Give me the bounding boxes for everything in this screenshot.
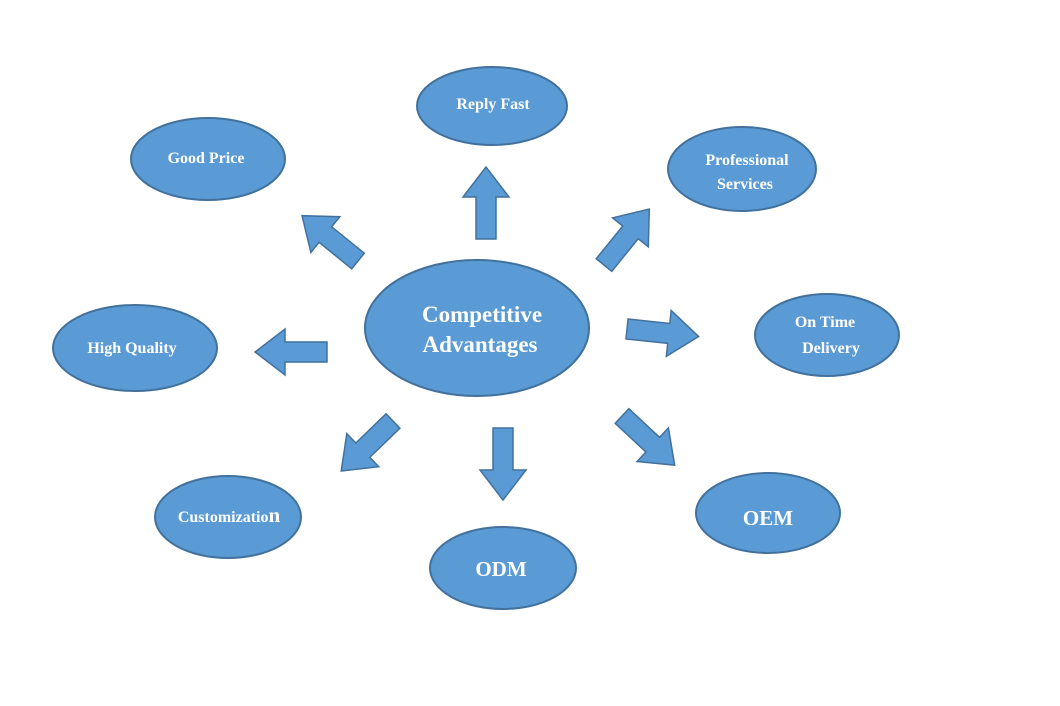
good-price-node (130, 117, 286, 201)
arrow-down (479, 427, 527, 501)
center-label-line2: Advantages (422, 332, 537, 357)
professional-label-line1: Professional (705, 152, 789, 169)
professional-services-node (667, 126, 817, 212)
odm-node (429, 526, 577, 610)
on-time-label-line1: On Time (795, 314, 855, 331)
on-time-delivery-node (754, 293, 900, 377)
oem-node (695, 472, 841, 554)
odm-label: ODM (475, 557, 527, 581)
arrow-left (254, 328, 328, 376)
center-label-line1: Competitive (422, 302, 542, 327)
arrow-up-right (585, 193, 668, 281)
customization-label: Customization (178, 503, 281, 527)
arrow-up-left (286, 197, 374, 280)
reply-fast-node (416, 66, 568, 146)
customization-node (154, 475, 302, 559)
arrow-up (462, 166, 510, 240)
good-price-label: Good Price (168, 150, 245, 167)
high-quality-label: High Quality (87, 340, 176, 357)
customization-label-main: Customizatio (178, 509, 269, 526)
professional-label-line2: Services (717, 176, 773, 193)
center-node (364, 259, 590, 397)
arrow-down-right (605, 398, 692, 483)
arrow-right (623, 305, 702, 361)
customization-label-last: n (268, 503, 280, 527)
reply-fast-label: Reply Fast (456, 96, 530, 113)
on-time-label-line2: Delivery (802, 340, 860, 357)
oem-label: OEM (743, 506, 793, 530)
high-quality-node (52, 304, 218, 392)
arrow-down-left (324, 403, 410, 489)
